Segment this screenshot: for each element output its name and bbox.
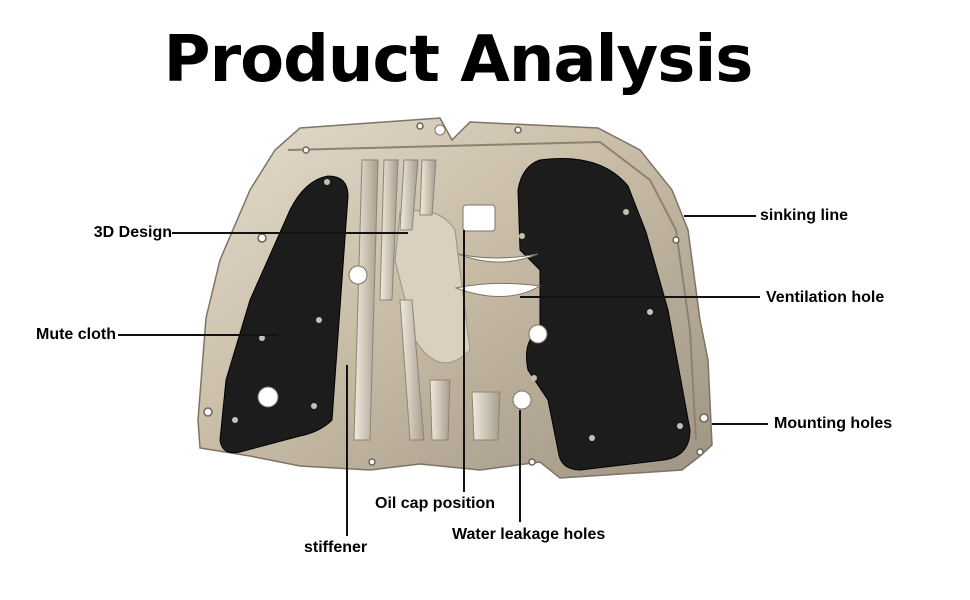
round-holes bbox=[257, 124, 548, 410]
oil-cap-opening bbox=[462, 204, 496, 232]
ventilation-slot-lower bbox=[454, 282, 542, 297]
label-water-leakage-holes: Water leakage holes bbox=[452, 526, 606, 543]
label-mute-cloth: Mute cloth bbox=[36, 326, 116, 343]
stiffener-ribs bbox=[353, 159, 501, 441]
mute-cloth-left bbox=[219, 175, 349, 454]
ventilation-slot-upper bbox=[457, 253, 539, 263]
page-title: Product Analysis bbox=[163, 23, 754, 97]
mounting-holes bbox=[203, 122, 709, 466]
sinking-line-groove bbox=[287, 140, 697, 441]
leader-lines bbox=[118, 215, 768, 536]
label-3d-design: 3D Design bbox=[93, 224, 172, 241]
label-mounting-holes: Mounting holes bbox=[774, 415, 893, 432]
label-stiffener: stiffener bbox=[304, 539, 368, 556]
label-oil-cap-position: Oil cap position bbox=[375, 495, 496, 512]
label-sinking-line: sinking line bbox=[760, 207, 849, 224]
label-ventilation-hole: Ventilation hole bbox=[766, 289, 885, 306]
mute-cloth-rivets bbox=[232, 179, 683, 441]
mute-cloth-right bbox=[517, 157, 691, 471]
